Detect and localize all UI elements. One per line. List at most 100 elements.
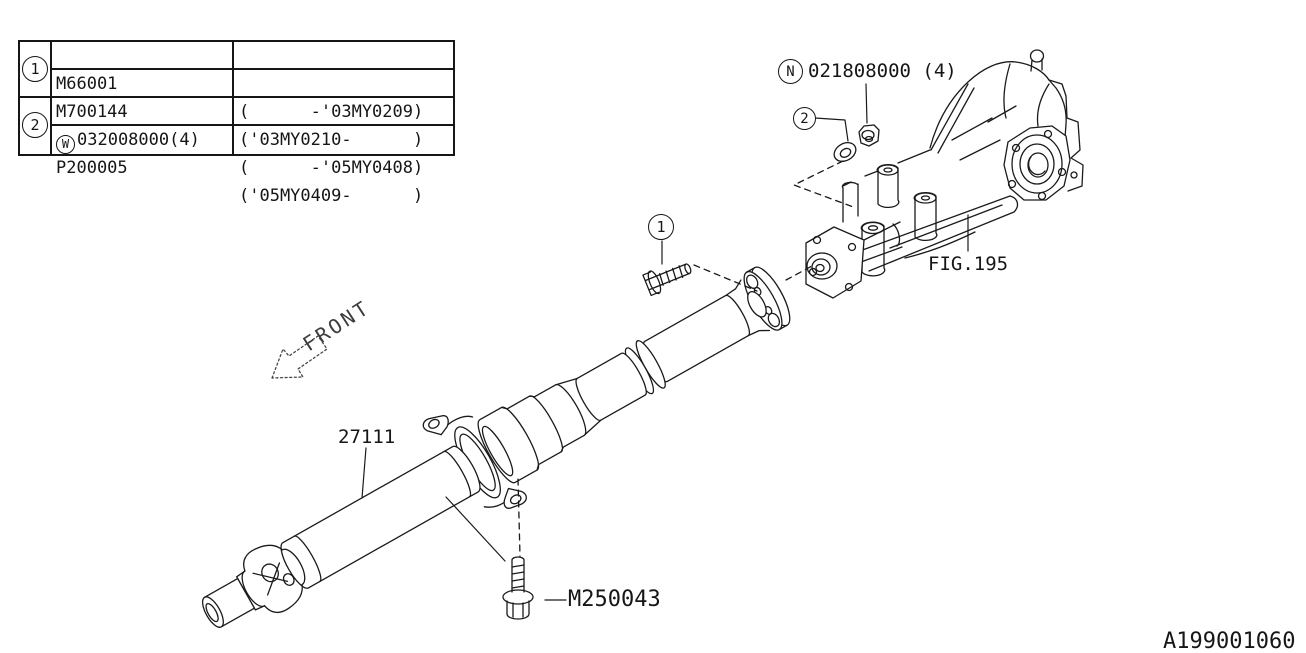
diff-snout	[861, 222, 902, 262]
front-ujoint-webs	[253, 559, 290, 595]
table-group-divider	[20, 96, 453, 98]
bearing-ear-hole	[427, 418, 441, 430]
propeller-shaft-label[interactable]: 27111	[338, 426, 396, 448]
diff-bracket-hole	[1071, 172, 1077, 178]
front-ujoint-cup	[259, 561, 282, 585]
shaft-tube-weld-rings	[294, 449, 475, 582]
nut-symbol-badge: N	[778, 59, 803, 84]
leader-27111	[362, 448, 366, 498]
leader-nut-label	[866, 84, 867, 123]
diff-flange-bolt-hole	[1059, 169, 1066, 176]
diff-housing-edge	[931, 84, 974, 153]
center-bolt-label[interactable]: M250043	[568, 587, 661, 612]
drawing-code: A199001060	[1163, 629, 1296, 653]
diff-flange-bolt-hole	[1009, 181, 1016, 188]
diff-right-bracket	[1049, 80, 1083, 191]
diff-flange-bolt-hole	[1039, 193, 1046, 200]
part-number[interactable]: M66001	[56, 74, 118, 94]
dashed-washer-to-stud	[794, 161, 856, 208]
shaft-rear-hub	[744, 289, 770, 320]
front-ujoint-bottom	[265, 585, 309, 618]
model-year-range: ( -'03MY0209)	[239, 102, 424, 122]
dashed-bolt-to-yoke	[694, 265, 757, 291]
front-ujoint-left	[237, 571, 265, 610]
part-number[interactable]: M700144	[56, 102, 128, 122]
callout-2-marker[interactable]: 2	[793, 107, 816, 130]
diff-top-bolt	[1031, 50, 1044, 62]
bearing-ear-hole	[509, 493, 523, 505]
callout-2-badge[interactable]: 2	[22, 112, 48, 138]
diff-stud-boss-top	[862, 223, 884, 234]
bracket-to-bolt-line	[446, 497, 505, 561]
model-year-range: ('05MY0409- )	[239, 186, 424, 206]
diff-rear-flange-ring-inner	[1028, 153, 1048, 177]
front-ujoint-cup	[281, 572, 296, 587]
diff-input-flange-hole	[846, 284, 853, 291]
table-row[interactable]: M66001 ( -'03MY0209)	[20, 42, 453, 122]
washer-symbol-badge: W	[56, 134, 75, 154]
model-year-range: ( -'05MY0408)	[239, 158, 424, 178]
diff-axle-arm	[857, 196, 1017, 271]
callout-1-marker[interactable]: 1	[648, 214, 674, 240]
table-divider	[50, 42, 52, 154]
diff-top-bolt-stem	[1031, 59, 1042, 71]
diff-rear-flange-plate	[1004, 126, 1070, 200]
flange-nut	[859, 125, 879, 146]
diff-flange-bolt-hole	[1013, 145, 1020, 152]
bearing-bracket-ear-bottom	[498, 483, 528, 512]
diff-input-flange-hole	[814, 237, 821, 244]
front-arrow-icon	[272, 336, 327, 378]
diff-stud-hole	[869, 226, 878, 230]
diff-input-flange-hole	[810, 269, 817, 276]
diff-stud-hole	[884, 168, 892, 172]
dashed-yoke-to-flange	[786, 266, 812, 280]
dashed-ear-to-bolt	[518, 479, 520, 556]
diff-input-flange-hole	[849, 244, 856, 251]
shaft-cv-rings	[502, 389, 570, 470]
callout-1-badge[interactable]: 1	[22, 56, 48, 82]
table-divider	[232, 42, 234, 154]
diff-stud-boss-partial	[842, 182, 858, 222]
front-ujoint-right	[282, 545, 310, 584]
part-number[interactable]: P200005	[56, 158, 128, 178]
diff-input-pilot-mid	[812, 259, 830, 275]
model-year-range: ('03MY0210- )	[239, 130, 424, 150]
diff-housing-outline	[930, 62, 1066, 148]
yoke-bolt	[643, 257, 695, 297]
diff-rear-flange-ring-mid	[1020, 144, 1054, 184]
propeller-shaft	[176, 237, 809, 653]
assembly-dashed-lines	[518, 161, 856, 556]
diff-stud-hole	[922, 196, 930, 200]
table-row-divider	[50, 124, 453, 126]
shaft-cv-face	[478, 423, 518, 479]
figure-ref-label[interactable]: FIG.195	[928, 253, 1009, 275]
table-row[interactable]: P200005 ('05MY0409- )	[20, 126, 453, 206]
bearing-bracket-ear-top	[421, 410, 453, 440]
leader-lines	[362, 84, 968, 600]
center-bearing-bolt	[503, 557, 533, 619]
shaft-tube-mid	[572, 350, 650, 423]
diff-input-pilot-inner	[816, 265, 824, 272]
applicability-table: 1 2 M66001 ( -'03MY0209) M700144 ('03MY0…	[18, 40, 455, 206]
shaft-rear-flange-rim	[747, 268, 787, 330]
shaft-cv-housing	[472, 375, 594, 487]
nut-part-label[interactable]: 021808000 (4)	[808, 60, 957, 82]
front-ujoint-top	[238, 538, 282, 571]
leader-callout2	[815, 118, 848, 141]
diff-stud-boss-top	[915, 193, 936, 203]
diff-cover-seam	[1004, 64, 1049, 126]
table-row[interactable]: M700144 ('03MY0210- )	[20, 70, 453, 150]
shaft-reducer	[556, 374, 604, 435]
diff-input-pilot-outer	[807, 253, 837, 279]
table-row-divider	[50, 68, 453, 70]
diff-stud-boss-top	[878, 165, 898, 175]
diff-rear-flange-ring-outer	[1012, 135, 1062, 193]
rear-differential	[806, 50, 1083, 298]
diff-flange-bolt-hole	[1045, 131, 1052, 138]
diff-stud-boss	[877, 165, 899, 208]
shaft-tube-front	[276, 443, 485, 592]
